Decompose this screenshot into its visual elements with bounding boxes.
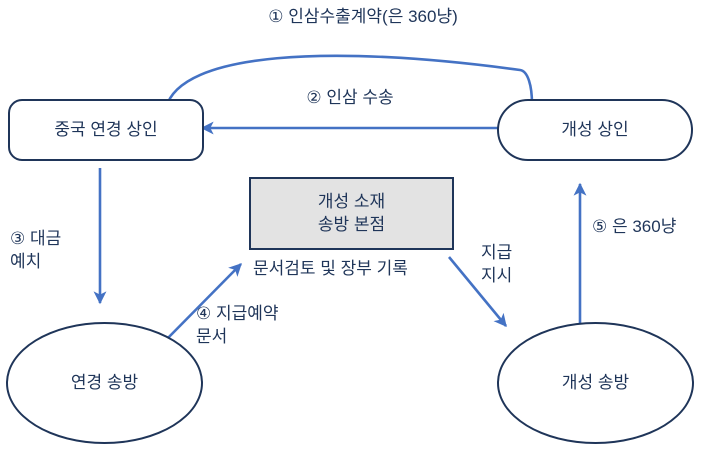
- edge-payment-reservation-document: [162, 263, 242, 344]
- node-china-merchant-label: 중국 연경 상인: [54, 119, 158, 139]
- node-songbang-head-office-label: 개성 소재 송방 본점: [317, 192, 386, 234]
- edge-label-step2: ② 인삼 수송: [306, 88, 394, 107]
- edge-payment-order: [447, 256, 508, 328]
- edge-contract-arc: [164, 54, 534, 109]
- node-yeongyeong-songbang[interactable]: 연경 송방: [6, 322, 203, 444]
- edge-label-step1: ① 인삼수출계약(은 360냥): [268, 7, 458, 26]
- node-gaeseong-songbang[interactable]: 개성 송방: [497, 322, 694, 444]
- edge-label-step3: ③ 대금 예치: [10, 229, 62, 271]
- edge-label-payment-order: 지급 지시: [481, 243, 513, 285]
- edge-label-record: 문서검토 및 장부 기록: [253, 259, 408, 278]
- node-gaeseong-merchant-label: 개성 상인: [561, 119, 629, 139]
- node-yeongyeong-songbang-label: 연경 송방: [70, 372, 139, 392]
- edge-label-step5: ⑤ 은 360냥: [592, 217, 677, 236]
- node-gaeseong-merchant[interactable]: 개성 상인: [497, 99, 693, 161]
- node-gaeseong-songbang-label: 개성 송방: [561, 372, 630, 392]
- node-songbang-head-office[interactable]: 개성 소재 송방 본점: [249, 177, 454, 250]
- node-china-merchant[interactable]: 중국 연경 상인: [8, 99, 204, 161]
- edge-label-step4: ④ 지급예약 문서: [196, 304, 279, 346]
